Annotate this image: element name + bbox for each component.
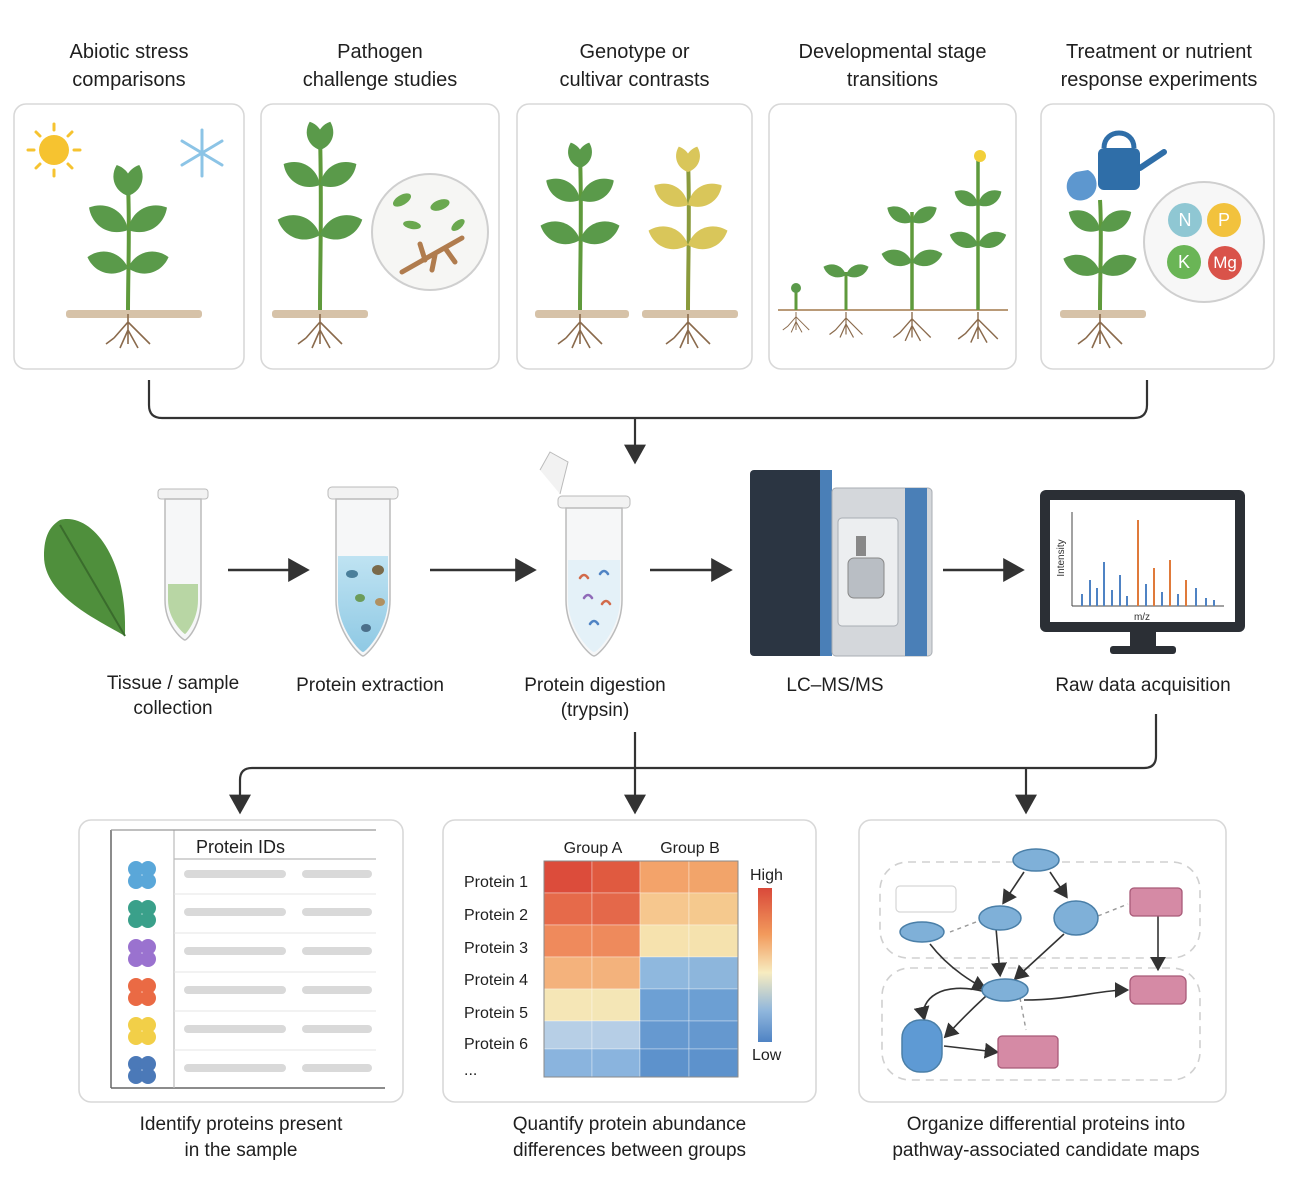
nutrient-p-dot [1207,203,1241,237]
condition-title-developmental: Developmental stage transitions [798,41,987,91]
node-pink-bottom [997,1035,1059,1069]
protein-blob-icons [128,861,156,1084]
pathogen-magnifier-icon [371,173,489,291]
cultivar-b-plant-icon [642,144,738,349]
row-label-1: Protein 1 [464,874,528,891]
step-label-digestion: Protein digestion (trypsin) [524,675,666,721]
nutrient-mg-label: Mg [1213,253,1237,272]
healthy-plant-icon [272,119,368,349]
nutrient-p-label: P [1217,210,1230,230]
fertilized-plant-icon [1060,199,1146,349]
color-scale-bar [758,888,772,1042]
node-center [981,978,1029,1002]
abundance-heatmap: Group A Group B Protein 1 Protein 2 Prot… [464,840,783,1079]
pathway-network [879,848,1201,1081]
condition-title-treatment: Treatment or nutrient response experimen… [1060,41,1258,91]
row-label-4: Protein 4 [464,972,528,989]
digestion-tube-icon [539,451,631,657]
panel-developmental [768,103,1017,370]
scale-low-label: Low [752,1047,782,1064]
step-label-lcms: LC–MS/MS [786,675,884,696]
condition-title-abiotic: Abiotic stress comparisons [69,41,189,91]
panel-identification [78,819,404,1103]
spectrum-y-label: Intensity [1056,539,1067,576]
row-label-6: Protein 6 [464,1036,528,1053]
scale-high-label: High [750,867,783,884]
nutrient-n-label: N [1178,210,1192,230]
protein-ids-header: Protein IDs [196,837,285,857]
condition-title-genotype: Genotype or cultivar contrasts [559,41,710,91]
step-label-extraction: Protein extraction [296,675,444,696]
caption-quantification: Quantify protein abundance differences b… [512,1114,747,1161]
spectrum-x-label: m/z [1134,612,1150,623]
row-label-5: Protein 5 [464,1005,528,1022]
stressed-plant-icon [66,162,202,349]
growth-stages-icon [778,150,1009,344]
group-a-label: Group A [564,840,623,857]
snowflake-icon [180,128,224,178]
row-label-3: Protein 3 [464,940,528,957]
step-label-collection: Tissue / sample collection [106,673,240,719]
row-label-more: ... [464,1062,477,1079]
node-far-left [899,921,945,943]
nutrient-n-dot [1168,203,1202,237]
merge-connector [147,380,1149,420]
node-top [1012,848,1060,872]
sample-tube-icon [157,488,209,641]
mass-spectrometer-icon [750,470,933,657]
condition-title-pathogen: Pathogen challenge studies [302,41,458,91]
node-pink-top [1129,887,1183,917]
monitor-icon: Intensity m/z [1040,490,1245,654]
panel-genotype [516,103,753,370]
extraction-tube-icon [327,486,399,657]
nutrient-k-label: K [1177,252,1190,272]
row-label-2: Protein 2 [464,907,528,924]
leaf-sample-icon [44,519,126,637]
cultivar-a-plant-icon [535,140,629,349]
caption-identification: Identify proteins present in the sample [139,1114,343,1161]
step-label-raw-data: Raw data acquisition [1055,675,1231,696]
nutrient-circle-icon [1143,181,1265,303]
nutrient-mg-dot [1208,246,1242,280]
node-pink-right [1129,975,1187,1005]
node-mid-right [1053,900,1099,936]
caption-pathway: Organize differential proteins into path… [892,1114,1200,1161]
protein-id-table: Protein IDs [110,829,385,1089]
sun-icon [26,122,82,178]
nutrient-k-dot [1167,245,1201,279]
node-bottom-left [901,1019,943,1073]
watering-can-icon [1066,130,1167,201]
group-b-label: Group B [660,840,720,857]
split-connector-left [229,714,1158,815]
node-mid-left [978,905,1022,931]
